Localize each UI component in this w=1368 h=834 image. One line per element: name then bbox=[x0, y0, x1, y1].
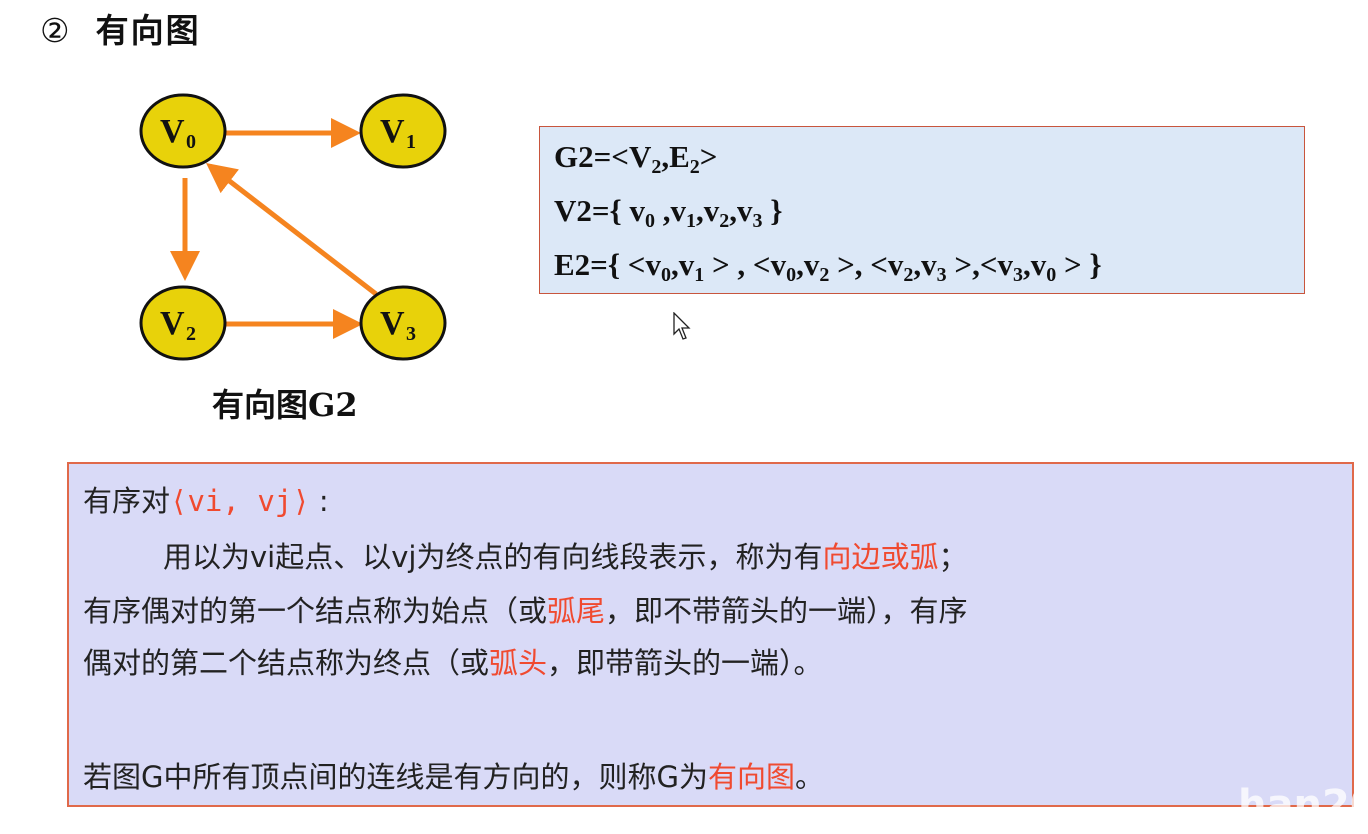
svg-text:V: V bbox=[380, 305, 405, 342]
graph-definition-box: G2=<V2,E2> V2={ v0 ,v1,v2,v3 } E2={ <v0,… bbox=[539, 126, 1305, 294]
svg-text:V: V bbox=[160, 113, 185, 150]
graph-caption: 有向图G2 bbox=[212, 386, 358, 424]
svg-text:V: V bbox=[380, 113, 405, 150]
mouse-cursor-icon bbox=[673, 312, 691, 340]
note-line-1: 有序对⟨vi, vj⟩ : bbox=[83, 484, 329, 518]
note-box: 有序对⟨vi, vj⟩ : 用以为vi起点、以vj为终点的有向线段表示，称为有向… bbox=[67, 462, 1354, 807]
svg-text:3: 3 bbox=[406, 323, 416, 345]
note-line-3: 有序偶对的第一个结点称为始点（或弧尾，即不带箭头的一端），有序 bbox=[83, 594, 968, 628]
note-line-5: 若图G中所有顶点间的连线是有方向的，则称G为有向图。 bbox=[83, 760, 824, 794]
edge-v3-v0 bbox=[206, 162, 378, 296]
watermark: han20 bbox=[1238, 782, 1368, 828]
definition-e2: E2={ <v0,v1 > , <v0,v2 >, <v2,v3 >,<v3,v… bbox=[554, 247, 1102, 286]
svg-text:V: V bbox=[160, 305, 185, 342]
svg-text:1: 1 bbox=[406, 131, 416, 153]
note-line-4: 偶对的第二个结点称为终点（或弧头，即带箭头的一端）。 bbox=[83, 646, 823, 680]
definition-v2: V2={ v0 ,v1,v2,v3 } bbox=[554, 193, 783, 232]
svg-text:0: 0 bbox=[186, 131, 196, 153]
note-line-2: 用以为vi起点、以vj为终点的有向线段表示，称为有向边或弧； bbox=[163, 540, 968, 574]
svg-text:2: 2 bbox=[186, 323, 196, 345]
definition-g2: G2=<V2,E2> bbox=[554, 139, 718, 178]
